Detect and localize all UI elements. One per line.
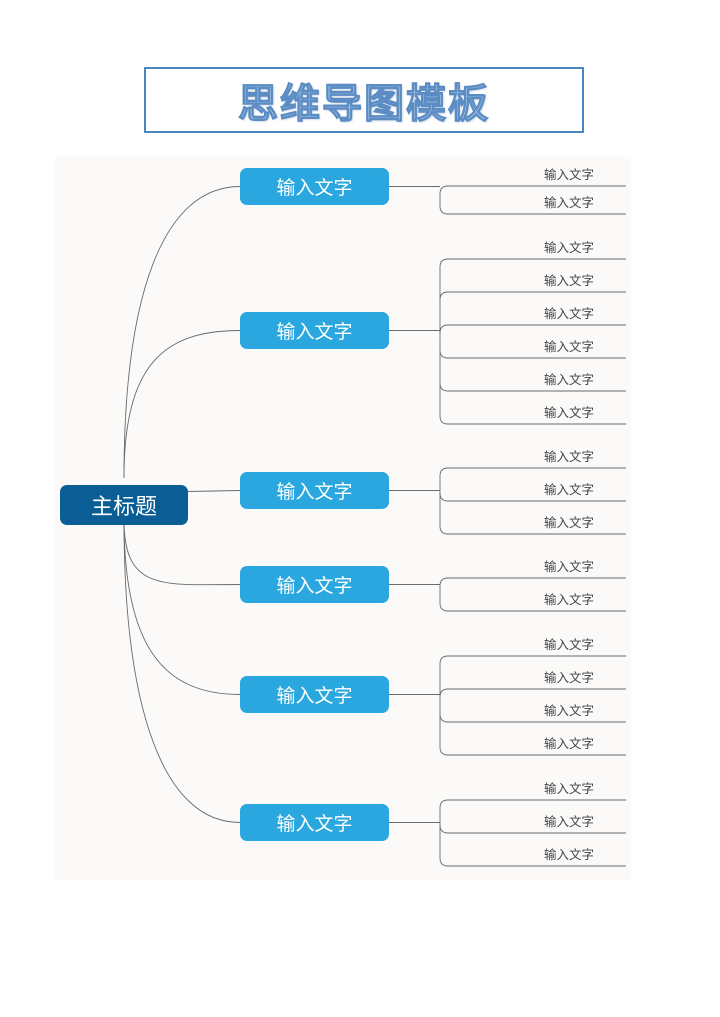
branch-label: 输入文字 xyxy=(276,177,353,199)
branch-label: 输入文字 xyxy=(276,575,353,597)
leaf-label[interactable]: 输入文字 xyxy=(543,515,594,530)
leaf-label[interactable]: 输入文字 xyxy=(543,405,594,420)
leaf-label[interactable]: 输入文字 xyxy=(543,814,594,829)
branch-label: 输入文字 xyxy=(276,321,353,343)
leaf-label[interactable]: 输入文字 xyxy=(543,372,594,387)
page-title: 思维导图模板 xyxy=(237,80,490,127)
leaf-label[interactable]: 输入文字 xyxy=(543,637,594,652)
branch-node[interactable]: 输入文字 xyxy=(240,312,389,349)
leaf-label[interactable]: 输入文字 xyxy=(543,167,594,182)
root-node[interactable]: 主标题 xyxy=(60,485,188,525)
branch-node[interactable]: 输入文字 xyxy=(240,472,389,509)
branch-node[interactable]: 输入文字 xyxy=(240,168,389,205)
branch-label: 输入文字 xyxy=(276,813,353,835)
branch-node[interactable]: 输入文字 xyxy=(240,676,389,713)
leaf-label[interactable]: 输入文字 xyxy=(543,306,594,321)
root-label: 主标题 xyxy=(90,495,157,520)
leaf-label[interactable]: 输入文字 xyxy=(543,847,594,862)
leaf-label[interactable]: 输入文字 xyxy=(543,781,594,796)
leaf-label[interactable]: 输入文字 xyxy=(543,736,594,751)
leaf-label[interactable]: 输入文字 xyxy=(543,482,594,497)
leaf-label[interactable]: 输入文字 xyxy=(543,339,594,354)
leaf-label[interactable]: 输入文字 xyxy=(543,670,594,685)
leaf-label[interactable]: 输入文字 xyxy=(543,703,594,718)
branch-node[interactable]: 输入文字 xyxy=(240,804,389,841)
leaf-label[interactable]: 输入文字 xyxy=(543,449,594,464)
leaf-label[interactable]: 输入文字 xyxy=(543,559,594,574)
leaf-label[interactable]: 输入文字 xyxy=(543,240,594,255)
leaf-label[interactable]: 输入文字 xyxy=(543,273,594,288)
branch-label: 输入文字 xyxy=(276,685,353,707)
leaf-label[interactable]: 输入文字 xyxy=(543,592,594,607)
leaf-label[interactable]: 输入文字 xyxy=(543,195,594,210)
branch-node[interactable]: 输入文字 xyxy=(240,566,389,603)
title-box: 思维导图模板 xyxy=(144,67,584,133)
branch-label: 输入文字 xyxy=(276,481,353,503)
